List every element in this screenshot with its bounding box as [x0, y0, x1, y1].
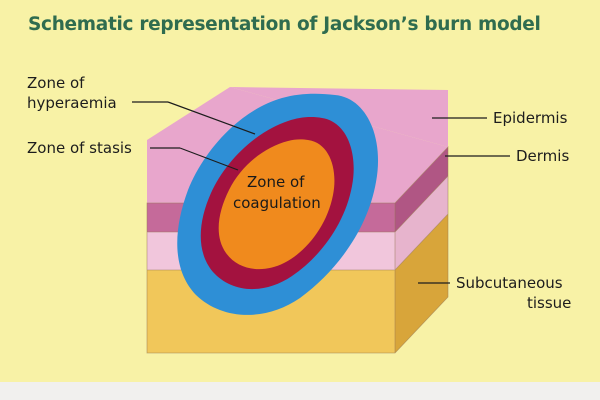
epidermis-side-face — [395, 147, 448, 232]
leader-lines — [132, 101, 510, 284]
hyperaemia-leader-diagonal — [167, 101, 256, 135]
diagram-canvas: Schematic representation of Jackson’s bu… — [0, 0, 600, 382]
label-subcutaneous-line2: tissue — [527, 294, 571, 312]
label-epidermis: Epidermis — [493, 109, 568, 127]
label-hyperaemia-line1: Zone of — [27, 74, 85, 92]
label-coagulation-line1: Zone of — [247, 173, 305, 191]
dermis-side-face — [395, 176, 448, 270]
diagram-labels: Zone of hyperaemia Zone of stasis Zone o… — [27, 74, 571, 312]
block-edges — [146, 145, 449, 354]
label-dermis: Dermis — [516, 147, 569, 165]
zone-of-coagulation-shape — [218, 139, 335, 270]
label-coagulation-line2: coagulation — [233, 194, 321, 212]
burn-model-diagram: Zone of hyperaemia Zone of stasis Zone o… — [27, 74, 571, 354]
stasis-leader-diagonal — [179, 147, 239, 171]
label-subcutaneous-line1: Subcutaneous — [456, 274, 563, 292]
burn-zones — [177, 93, 379, 315]
label-hyperaemia-line2: hyperaemia — [27, 94, 117, 112]
diagram-title: Schematic representation of Jackson’s bu… — [28, 14, 541, 35]
bottom-strip — [0, 382, 600, 400]
label-stasis: Zone of stasis — [27, 139, 132, 157]
